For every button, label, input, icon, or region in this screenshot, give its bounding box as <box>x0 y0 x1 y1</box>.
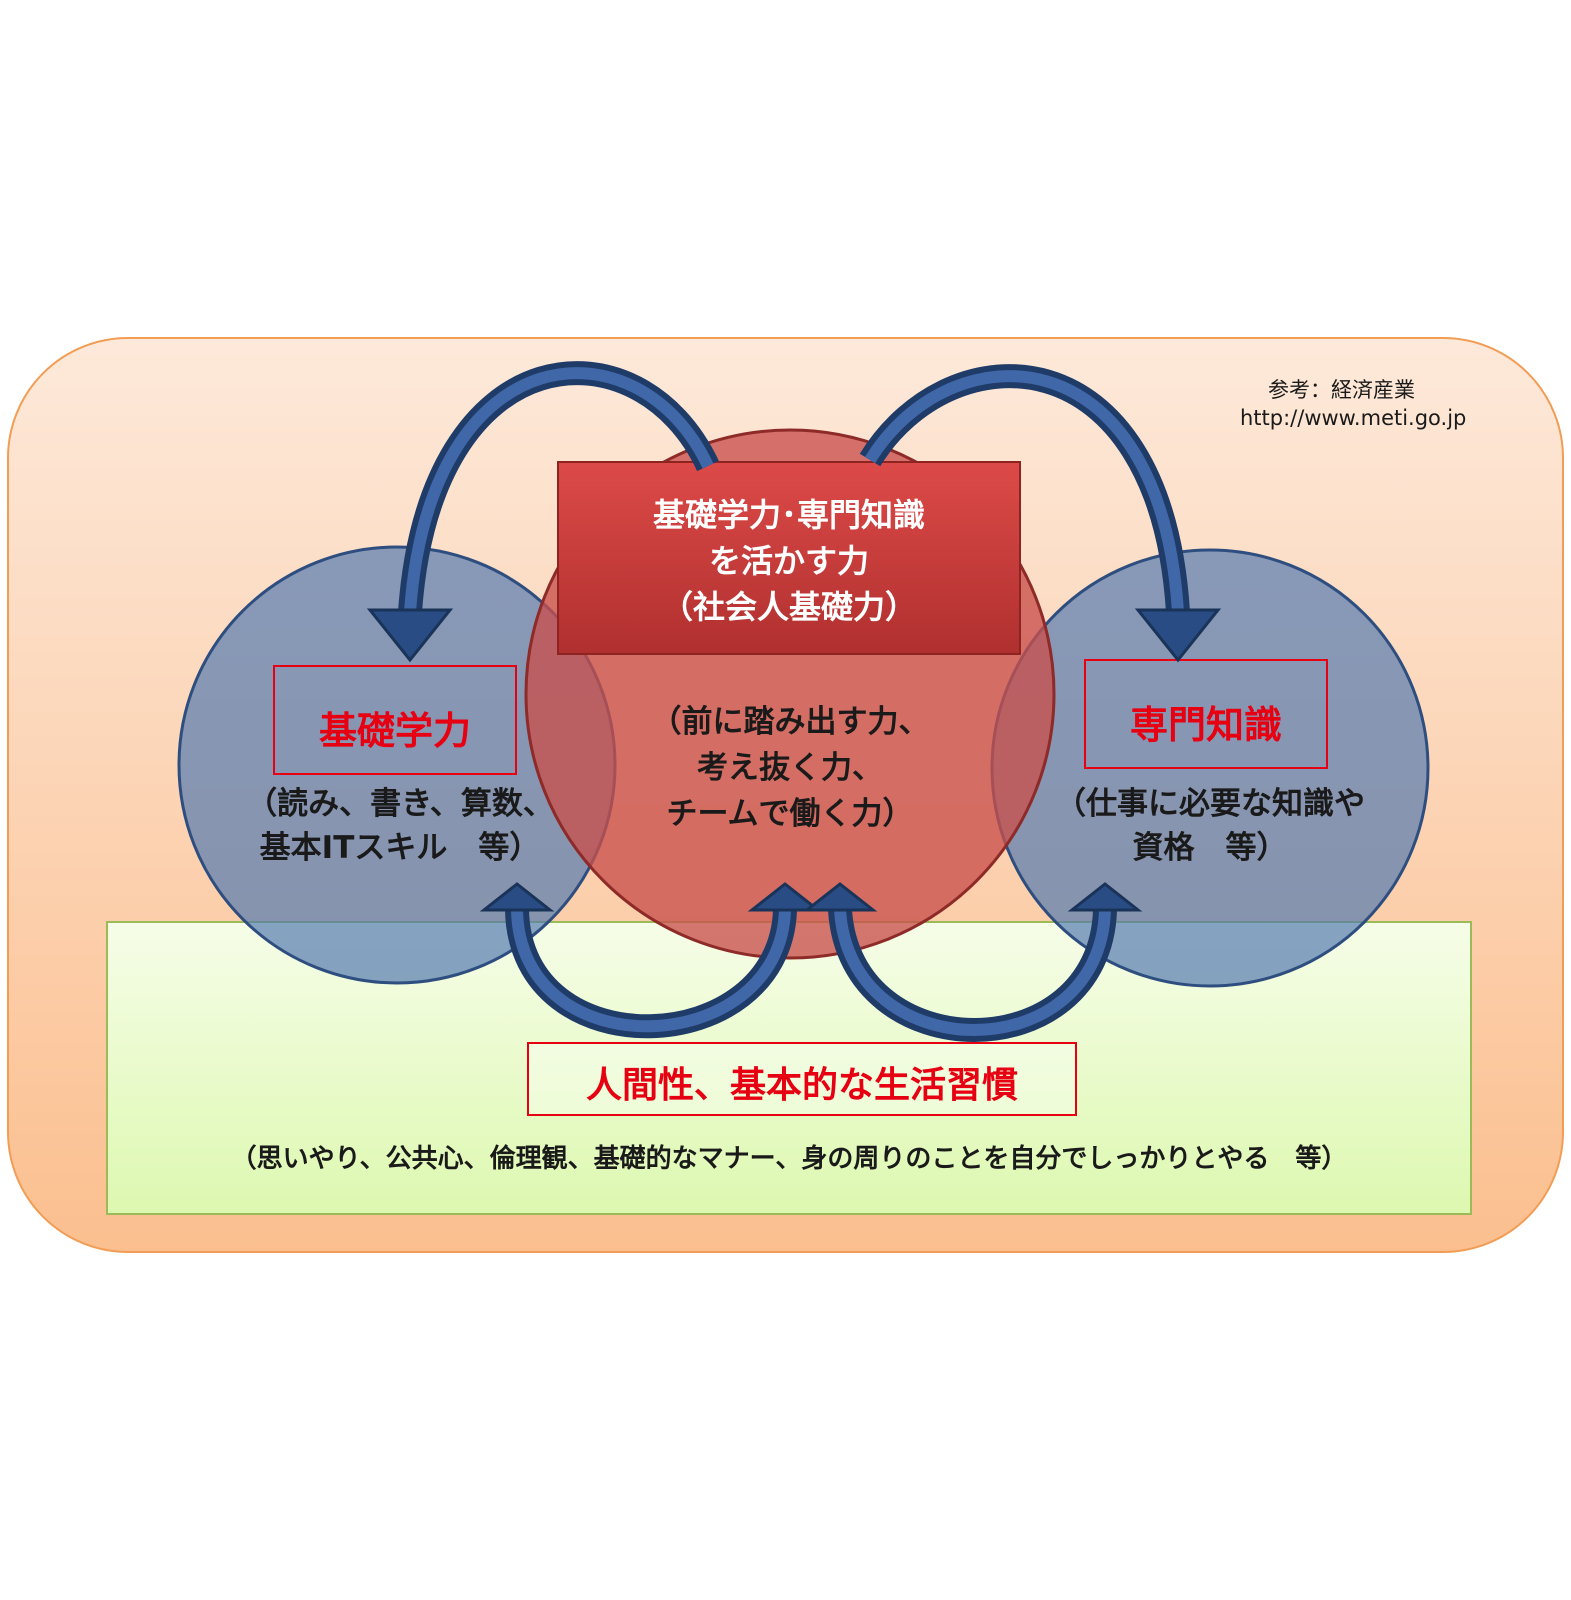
bottom-title-box <box>527 1042 1077 1116</box>
arrow-bottom-left <box>479 882 823 1039</box>
arrow-top-left <box>366 361 719 663</box>
left-title-box <box>273 665 517 775</box>
right-title: 専門知識 <box>1129 703 1282 747</box>
right-line1: （仕事に必要な知識や <box>1055 786 1365 822</box>
top-box-line1: 基礎学力･専門知識 <box>652 496 925 534</box>
left-line1: （読み、書き、算数、 <box>246 786 554 822</box>
right-title-box <box>1084 659 1328 769</box>
bottom-title: 人間性、基本的な生活習慣 <box>585 1065 1018 1106</box>
left-line2: 基本ITスキル 等） <box>259 830 541 866</box>
top-box <box>557 461 1021 655</box>
reference-label: 参考：経済産業 <box>1268 378 1415 402</box>
top-box-line2: を活かす力 <box>708 542 869 580</box>
center-line1: （前に踏み出す力、 <box>650 704 930 740</box>
top-box-line3: （社会人基礎力） <box>660 588 917 626</box>
left-title: 基礎学力 <box>318 709 471 753</box>
arrow-bottom-right <box>802 882 1143 1042</box>
center-line3: チームで働く力） <box>666 796 914 832</box>
arrow-top-right <box>859 364 1222 663</box>
reference-url[interactable]: http://www.meti.go.jp <box>1240 406 1467 430</box>
bottom-line1: （思いやり、公共心、倫理観、基礎的なマナー、身の周りのことを自分でしっかりとやる… <box>230 1144 1348 1174</box>
right-line2: 資格 等） <box>1132 830 1288 866</box>
center-line2: 考え抜く力、 <box>697 750 883 786</box>
